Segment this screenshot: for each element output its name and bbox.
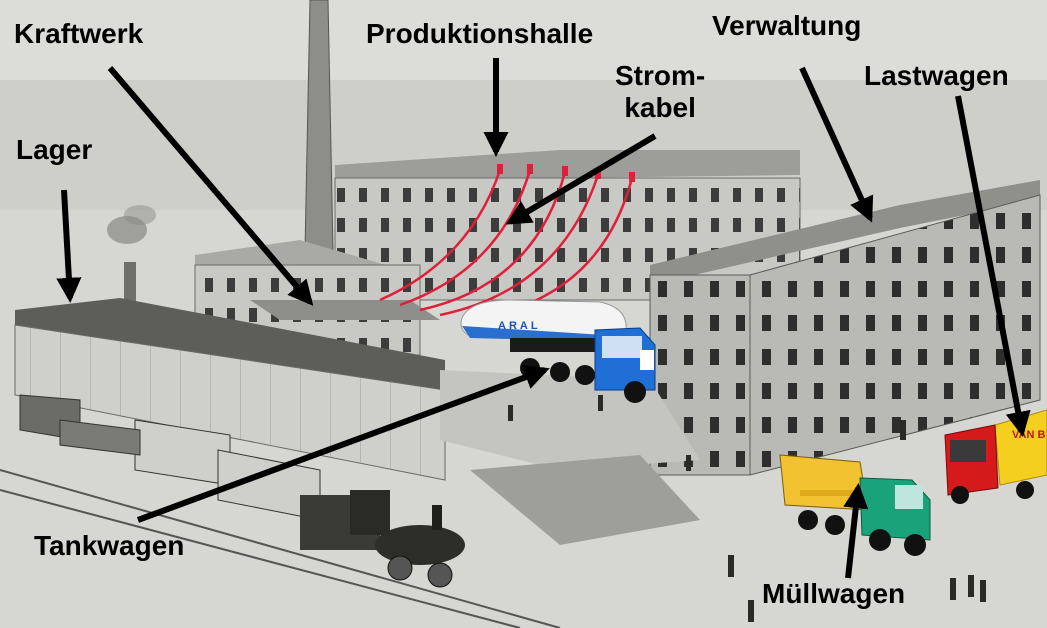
arrow-verwaltung	[799, 66, 874, 223]
arrow-kraftwerk	[107, 66, 314, 306]
chimney-icon	[107, 0, 335, 336]
freight-wagon-icon	[19, 394, 321, 521]
tanker-truck-icon: ARAL	[460, 299, 656, 403]
people	[508, 395, 986, 622]
arrow-stromkabel	[505, 133, 657, 225]
label-muellwagen: Müllwagen	[762, 578, 906, 609]
warehouse-building	[14, 298, 446, 481]
lorry-sign: VAN B	[1012, 429, 1045, 441]
label-produktionshalle: Produktionshalle	[366, 18, 594, 49]
label-lastwagen: Lastwagen	[864, 60, 1009, 91]
label-verwaltung: Verwaltung	[712, 10, 862, 41]
annotation-arrows	[56, 58, 1031, 579]
administration-building	[649, 180, 1041, 476]
arrow-lastwagen	[955, 95, 1031, 437]
label-kraftwerk: Kraftwerk	[14, 18, 144, 49]
arrow-lager	[56, 189, 82, 304]
label-lager: Lager	[16, 134, 93, 165]
label-stromkabel: Strom- kabel	[615, 60, 706, 123]
railway-track	[0, 469, 561, 628]
garden-patch	[470, 455, 700, 545]
arrow-tankwagen	[136, 365, 550, 523]
tanker-brand: ARAL	[498, 320, 541, 332]
arrow-muellwagen	[843, 482, 869, 579]
label-tankwagen: Tankwagen	[34, 530, 185, 561]
steam-locomotive-icon	[300, 490, 465, 588]
